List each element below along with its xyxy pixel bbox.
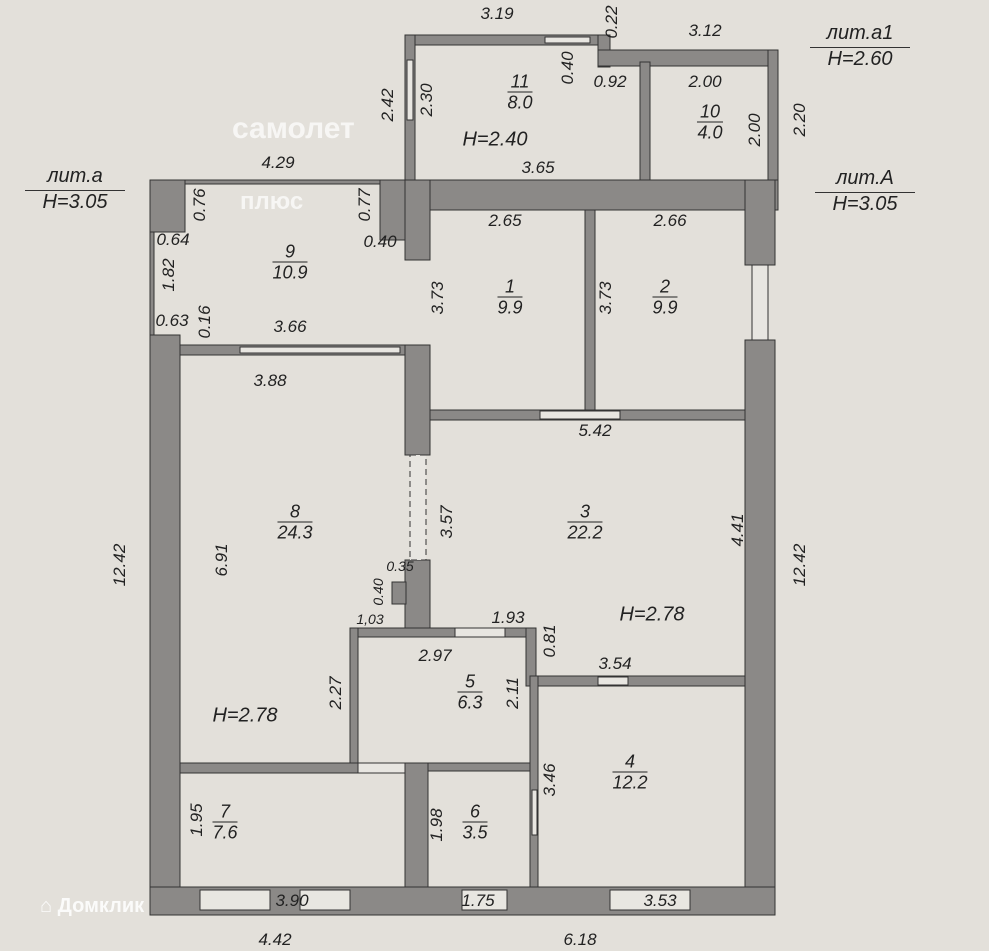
room-area: 24.3 (277, 522, 313, 543)
dimension-label: 0.40 (370, 578, 386, 606)
room-number: 5 (457, 672, 483, 693)
dimension-label: 12.42 (790, 543, 809, 587)
dimension-label: 3.88 (253, 371, 287, 390)
dimension-label: 3.73 (596, 281, 615, 315)
dimension-label: 4.29 (261, 153, 295, 172)
dimension-label: 5.42 (578, 421, 612, 440)
litera-height: H=3.05 (42, 191, 108, 213)
height-label: H=2.78 (619, 603, 685, 626)
dimension-label: 2.20 (790, 103, 809, 137)
dimension-label: 0.35 (386, 558, 414, 574)
room-area: 9.9 (652, 297, 678, 318)
dimension-label: 3.65 (521, 158, 555, 177)
dimension-label: 2.66 (653, 211, 687, 230)
room-number: 10 (696, 102, 724, 123)
dimension-label: 0.22 (602, 5, 621, 39)
dimension-label: 1,03 (356, 611, 384, 627)
dimension-label: 3.73 (428, 281, 447, 315)
dimension-label: 0.92 (593, 72, 627, 91)
dimension-label: 2.30 (417, 83, 436, 117)
dimension-label: 3.90 (275, 891, 309, 910)
room-area: 3.5 (462, 822, 488, 843)
room-number: 9 (272, 242, 308, 263)
litera-height: H=3.05 (832, 193, 898, 215)
dimension-label: 3.57 (437, 505, 456, 539)
litera-height: H=2.60 (827, 48, 893, 70)
dimension-label: 2.97 (418, 646, 452, 665)
dimension-label: 1.98 (427, 808, 446, 842)
room-area: 7.6 (212, 822, 238, 843)
litera-name: лит.А (815, 167, 915, 193)
room-area: 12.2 (612, 772, 648, 793)
dimension-label: 0.77 (355, 188, 374, 222)
dimension-label: 0.16 (195, 305, 214, 339)
dimension-label: 0.76 (190, 188, 209, 222)
watermark-plus: плюс (240, 188, 304, 215)
dimension-label: 2.00 (745, 113, 764, 147)
dimension-label: 0.40 (558, 51, 577, 85)
dimension-label: 4.41 (728, 513, 747, 547)
watermark-domclick-text: Домклик (57, 895, 145, 917)
dimension-label: 6.18 (563, 930, 597, 949)
room-number: 7 (212, 802, 238, 823)
dimension-label: 0.81 (540, 624, 559, 658)
room-number: 2 (652, 277, 678, 298)
room-area: 9.9 (497, 297, 523, 318)
room-area: 8.0 (507, 92, 533, 113)
room-area: 10.9 (272, 262, 308, 283)
dimension-label: 1.93 (491, 608, 525, 627)
dimension-label: 3.54 (598, 654, 632, 673)
dimension-label: 6.91 (212, 543, 231, 577)
height-label: H=2.40 (462, 128, 528, 151)
room-area: 6.3 (457, 692, 483, 713)
room-number: 1 (497, 277, 523, 298)
dimension-label: 1.82 (159, 258, 178, 292)
dimension-label: 2.65 (488, 211, 522, 230)
dimension-label: 2.27 (326, 676, 345, 710)
house-icon: ⌂ (40, 895, 58, 917)
dimension-label: 3.53 (643, 891, 677, 910)
dimension-label: 3.12 (688, 21, 722, 40)
dimension-label: 0.63 (155, 311, 189, 330)
room-number: 6 (462, 802, 488, 823)
dimension-label: 1.95 (187, 803, 206, 837)
dimension-label: 3.66 (273, 317, 307, 336)
litera-name: лит.а (25, 165, 125, 191)
room-number: 4 (612, 752, 648, 773)
watermark-samolet: самолет (232, 112, 355, 145)
dimension-label: 1.75 (461, 891, 495, 910)
height-label: H=2.78 (212, 704, 278, 727)
litera-name: лит.а1 (810, 22, 910, 48)
room-area: 22.2 (567, 522, 603, 543)
watermark-domclick: ⌂ Домклик (40, 895, 144, 918)
dimension-label: 3.19 (480, 4, 514, 23)
dimension-label: 2.42 (378, 88, 397, 122)
dimension-label: 2.11 (503, 677, 522, 709)
room-number: 11 (507, 72, 533, 93)
dimension-label: 2.00 (688, 72, 722, 91)
dimension-label: 4.42 (258, 930, 292, 949)
room-number: 3 (567, 502, 603, 523)
dimension-label: 0.40 (363, 232, 397, 251)
room-number: 8 (277, 502, 313, 523)
room-area: 4.0 (697, 122, 723, 143)
dimension-label: 0.64 (156, 230, 190, 249)
dimension-label: 12.42 (110, 543, 129, 587)
dimension-label: 3.46 (540, 763, 559, 797)
